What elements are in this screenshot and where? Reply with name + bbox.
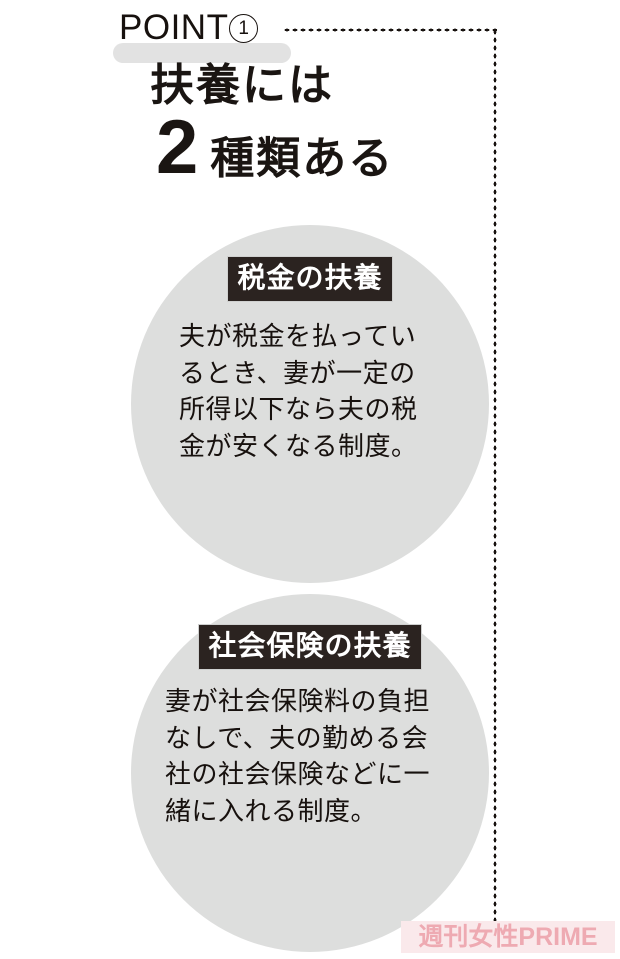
watermark-text: 週刊女性PRIME xyxy=(418,922,598,951)
info-circle-social-insurance-body: 妻が社会保険料の負担 なしで、夫の勤める会 社の社会保険などに一 緒に入れる制度… xyxy=(165,686,431,826)
info-circle-social-insurance-tag: 社会保険の扶養 xyxy=(198,624,422,670)
info-circle-social-insurance: 社会保険の扶養 妻が社会保険料の負担 なしで、夫の勤める会 社の社会保険などに一… xyxy=(131,594,489,952)
info-circle-tax: 税金の扶養 夫が税金を払ってい るとき、妻が一定の 所得以下なら夫の税 金が安く… xyxy=(131,225,489,583)
point-header-bar xyxy=(113,43,291,63)
point-header-label: POINT xyxy=(119,8,229,47)
page-title-line-1: 扶養には xyxy=(150,61,334,110)
info-circle-tax-tag: 税金の扶養 xyxy=(227,256,393,302)
dotted-line-vertical xyxy=(493,28,497,943)
page-title-number: 2 xyxy=(156,105,199,190)
point-number-badge: 1 xyxy=(229,13,259,43)
point-header: POINT 1 xyxy=(119,8,259,48)
page-title: 扶養には 2 種類ある xyxy=(150,61,480,190)
page-title-line-2: 2 種類ある xyxy=(150,105,480,190)
info-circle-tax-body: 夫が税金を払ってい るとき、妻が一定の 所得以下なら夫の税 金が安くなる制度。 xyxy=(179,321,418,461)
info-circle-social-insurance-content: 社会保険の扶養 妻が社会保険料の負担 なしで、夫の勤める会 社の社会保険などに一… xyxy=(131,594,489,952)
dotted-line-horizontal xyxy=(283,28,497,32)
info-circle-tax-content: 税金の扶養 夫が税金を払ってい るとき、妻が一定の 所得以下なら夫の税 金が安く… xyxy=(131,225,489,583)
page-title-line-2-text: 種類ある xyxy=(210,134,395,183)
watermark: 週刊女性PRIME xyxy=(401,921,615,953)
